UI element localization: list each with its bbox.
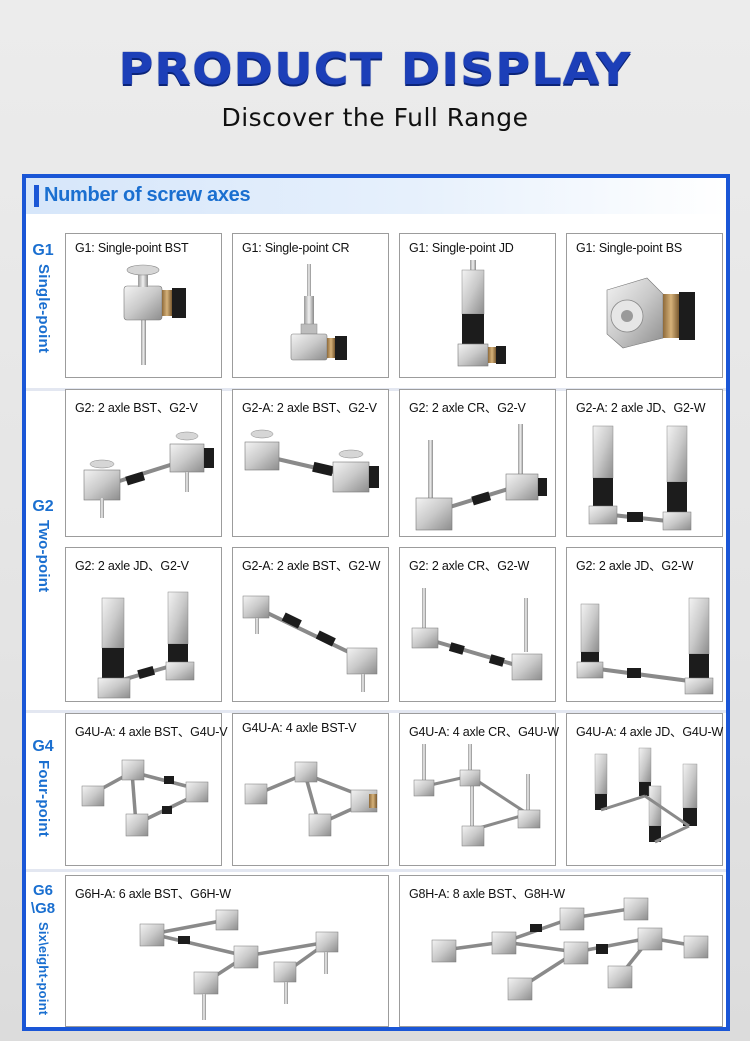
product-caption: G1: Single-point JD [409,241,514,255]
product-caption: G2: 2 axle JD、G2-W [576,559,694,573]
single-point-jd-icon [457,260,506,367]
four-axle-bst-icon [81,759,209,837]
group-name: Two-point [35,520,52,593]
product-caption: G2-A: 2 axle JD、G2-W [576,401,706,415]
product-card[interactable]: G4U-A: 4 axle CR、G4U-W [399,713,559,866]
four-axle-bst-icon [244,761,378,837]
header-accent-bar [34,185,39,207]
product-caption: G2: 2 axle BST、G2-V [75,401,198,415]
product-card[interactable]: G2-A: 2 axle BST、G2-W [232,547,389,702]
two-axle-bst-icon [242,595,378,692]
panel-title: Number of screw axes [44,184,251,206]
panel-header: Number of screw axes [26,178,726,214]
page-subtitle: Discover the Full Range [221,103,529,132]
group-name: Six\eight-point [36,922,51,1016]
group-code: G2 [32,498,54,515]
product-card[interactable]: G2: 2 axle JD、G2-V [65,547,222,702]
product-card[interactable]: G4U-A: 4 axle BST、G4U-V [65,713,228,866]
group-label-g2: G2 Two-point [28,498,58,592]
group-name: Four-point [35,760,52,837]
single-point-bst-icon [123,264,186,365]
group-name: Single-point [35,264,52,354]
product-card[interactable]: G1: Single-point BS [566,233,723,378]
two-axle-bst-icon [244,429,379,493]
two-axle-jd-icon [97,591,195,699]
product-card[interactable]: G1: Single-point BST [65,233,222,378]
four-axle-jd-icon [594,747,698,844]
group-separator [26,869,726,872]
product-caption: G2: 2 axle CR、G2-V [409,401,526,415]
product-caption: G2-A: 2 axle BST、G2-V [242,401,377,415]
product-caption: G2: 2 axle CR、G2-W [409,559,530,573]
product-caption: G4U-A: 4 axle JD、G4U-W [576,725,724,739]
product-card[interactable]: G1: Single-point JD [399,233,556,378]
two-axle-cr-icon [415,424,547,531]
product-card[interactable]: G2: 2 axle BST、G2-V [65,389,222,537]
product-card[interactable]: G2-A: 2 axle BST、G2-V [232,389,389,537]
two-axle-jd-icon [588,425,692,531]
single-point-bs-icon [606,277,695,349]
eight-axle-bst-icon [431,897,709,1001]
product-card[interactable]: G4U-A: 4 axle JD、G4U-W [566,713,723,866]
product-caption: G4U-A: 4 axle BST-V [242,721,357,735]
product-card[interactable]: G6H-A: 6 axle BST、G6H-W [65,875,389,1027]
six-axle-bst-icon [139,909,339,1020]
product-caption: G2-A: 2 axle BST、G2-W [242,559,381,573]
product-caption: G4U-A: 4 axle BST、G4U-V [75,725,228,739]
product-caption: G2: 2 axle JD、G2-V [75,559,189,573]
product-caption: G4U-A: 4 axle CR、G4U-W [409,725,559,739]
product-card[interactable]: G4U-A: 4 axle BST-V [232,713,389,866]
product-caption: G1: Single-point BST [75,241,189,255]
product-caption: G1: Single-point BS [576,241,682,255]
two-axle-bst-icon [83,431,214,518]
group-code: G6\G8 [30,882,56,917]
group-label-g6-g8: G6\G8 Six\eight-point [28,882,58,1015]
group-separator [26,710,726,713]
product-caption: G6H-A: 6 axle BST、G6H-W [75,887,231,901]
product-card[interactable]: G2: 2 axle JD、G2-W [566,547,723,702]
product-caption: G8H-A: 8 axle BST、G8H-W [409,887,565,901]
page-title: PRODUCT DISPLAY [118,44,632,95]
product-card[interactable]: G2-A: 2 axle JD、G2-W [566,389,723,537]
product-card[interactable]: G2: 2 axle CR、G2-V [399,389,556,537]
screw-axes-panel: Number of screw axes G1 Single-point G2 … [22,174,730,1031]
two-axle-cr-icon [411,588,543,681]
group-label-g4: G4 Four-point [28,738,58,837]
group-code: G1 [32,242,54,259]
two-axle-jd-icon [576,597,714,695]
group-label-g1: G1 Single-point [28,242,58,353]
product-card[interactable]: G8H-A: 8 axle BST、G8H-W [399,875,723,1027]
single-point-cr-icon [290,264,347,361]
product-card[interactable]: G1: Single-point CR [232,233,389,378]
product-card[interactable]: G2: 2 axle CR、G2-W [399,547,556,702]
product-caption: G1: Single-point CR [242,241,350,255]
four-axle-cr-icon [413,744,541,847]
group-code: G4 [32,738,54,755]
